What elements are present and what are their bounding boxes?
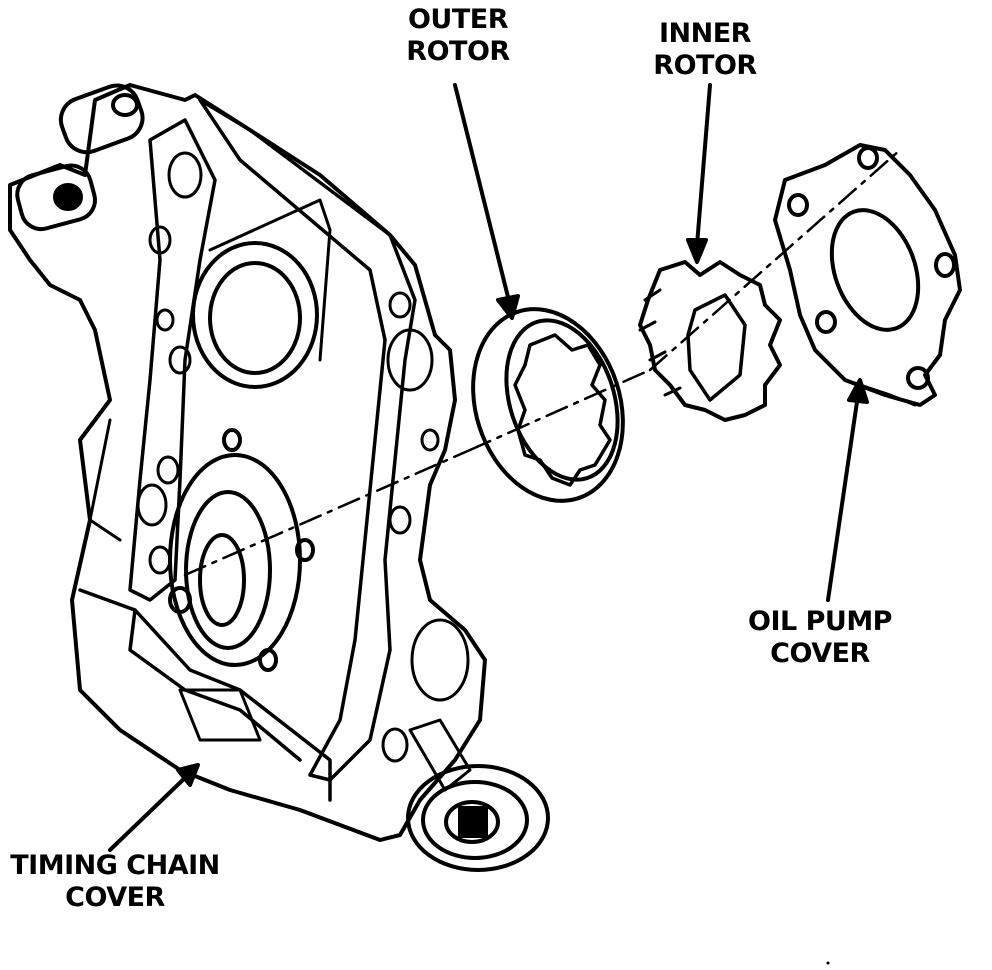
outer-rotor-label: OUTER ROTOR	[398, 4, 518, 68]
timing-chain-cover-label-line2: COVER	[65, 882, 165, 913]
oil-pump-cover-label-line2: COVER	[770, 638, 870, 669]
assembly-centerline	[183, 148, 902, 577]
inner-rotor-arrowhead	[686, 238, 708, 264]
oil-pump-cover-label-line1: OIL PUMP	[748, 606, 892, 637]
outer-rotor-leader	[453, 83, 512, 307]
outer-rotor-arrowhead	[496, 294, 520, 320]
inner-rotor-label: INNER ROTOR	[640, 18, 770, 82]
inner-rotor-leader	[695, 83, 712, 247]
timing-chain-cover-label: TIMING CHAIN COVER	[0, 850, 230, 914]
leader-arrows	[108, 83, 869, 852]
outer-rotor-label-line2: ROTOR	[406, 36, 510, 67]
upper-bore	[191, 241, 319, 389]
outer-rotor-label-line1: OUTER	[407, 4, 509, 35]
timing-chain-cover	[8, 83, 550, 872]
crank-pulley	[406, 764, 550, 872]
inner-rotor-label-line2: ROTOR	[653, 50, 757, 81]
timing-cover-leader	[108, 773, 190, 852]
inner-rotor-label-line1: INNER	[659, 18, 751, 49]
timing-chain-cover-label-line1: TIMING CHAIN	[10, 850, 220, 881]
timing-cover-arrowhead	[176, 763, 200, 787]
inner-rotor	[638, 260, 782, 422]
oil-pump-cover-label: OIL PUMP COVER	[740, 606, 900, 670]
oil-pump-arrowhead	[847, 378, 869, 404]
outer-rotor	[471, 307, 625, 503]
oil-pump-cover-part	[773, 143, 962, 407]
oil-pump-leader	[826, 393, 860, 602]
pump-cavity	[168, 453, 302, 667]
